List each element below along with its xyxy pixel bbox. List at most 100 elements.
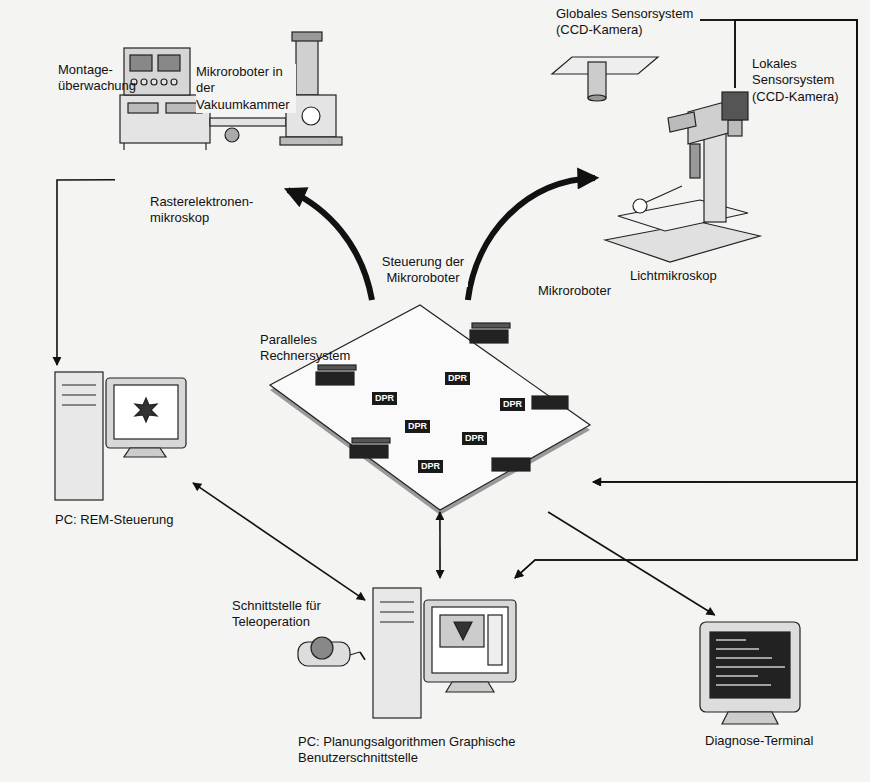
equipment-node: Lokales Sensorsystem (CCD-Kamera)Lichtmi… <box>595 88 850 288</box>
pc-rem-part <box>106 378 186 448</box>
pc-rem-part <box>62 394 96 395</box>
rem-illustration-part <box>130 55 152 71</box>
light-microscope-part <box>728 120 742 136</box>
rem-illustration-part <box>296 40 318 95</box>
computer-board-part <box>492 458 530 471</box>
chip-label: DPR <box>405 420 430 433</box>
rem-illustration-part <box>205 143 206 150</box>
pc-planning-part <box>380 611 414 612</box>
equipment-label: Lichtmikroskop <box>630 268 750 284</box>
trackball <box>298 637 360 666</box>
computer-board-part <box>472 323 510 328</box>
pc-planning-part <box>488 615 502 665</box>
rem-illustration-part <box>280 137 342 145</box>
connector-arrow <box>57 180 115 365</box>
pc-rem <box>55 372 186 500</box>
light-microscope-part <box>660 186 682 196</box>
equipment-label: Paralleles Rechnersystem <box>260 332 375 365</box>
connector-arrow <box>360 652 365 660</box>
pc-rem-part <box>135 398 157 422</box>
connector-arrow <box>593 20 857 482</box>
equipment-node: Montage- überwachungMikroroboter in der … <box>115 20 350 190</box>
pc-rem-part <box>62 404 96 405</box>
rem-illustration-part <box>292 32 322 41</box>
equipment-label: Montage- überwachung <box>58 62 142 95</box>
equipment-node: Globales Sensorsystem (CCD-Kamera) <box>550 5 700 115</box>
rem-illustration <box>120 32 342 150</box>
pc-rem-part <box>62 384 96 385</box>
annotation-label: Steuerung der Mikroroboter <box>378 254 468 287</box>
diagnose-terminal-part <box>722 712 778 724</box>
equipment-label: Mikroroboter in der Vakuumkammer <box>196 64 296 113</box>
diagnose-terminal-part <box>716 640 785 685</box>
light-microscope-part <box>618 200 748 231</box>
computer-board-part <box>318 365 356 370</box>
global-camera <box>552 57 658 101</box>
equipment-node: Diagnose-Terminal <box>690 615 820 755</box>
light-microscope-part <box>605 222 760 262</box>
screen-line <box>716 684 771 686</box>
light-microscope-part <box>722 92 748 120</box>
pc-rem-part <box>55 372 103 500</box>
control-arrow <box>288 190 372 300</box>
global-camera-part <box>588 62 606 98</box>
light-microscope-part <box>633 199 647 213</box>
chip-label: DPR <box>372 392 397 405</box>
connector-arrow <box>193 483 365 600</box>
equipment-label: Schnittstelle für Teleoperation <box>232 598 362 631</box>
computer-board-part <box>470 330 508 343</box>
trackball-part <box>311 637 333 659</box>
pc-planning-part <box>440 615 484 647</box>
connector-arrow <box>548 512 715 615</box>
diagnose-terminal-part <box>710 632 790 698</box>
computer-board-part <box>352 438 390 443</box>
screen-line <box>716 675 758 677</box>
screen-line <box>716 657 772 659</box>
screen-line <box>716 648 759 650</box>
rem-illustration-part <box>141 79 147 85</box>
equipment-label: Rasterelektronen- mikroskop <box>150 194 275 227</box>
equipment-node: PC: Planungsalgorithmen Graphische Benut… <box>365 578 525 768</box>
chip-label: DPR <box>500 398 525 411</box>
computer-board-part <box>316 372 354 385</box>
pc-rem-part <box>124 448 166 457</box>
pc-planning-part <box>380 621 414 622</box>
light-microscope-part <box>690 144 700 178</box>
pc-planning-part <box>424 600 516 682</box>
light-microscope-part <box>668 112 696 132</box>
rem-illustration-part <box>161 79 167 85</box>
connector-arrow <box>515 20 857 578</box>
control-arrow <box>468 178 595 300</box>
pc-planning-part <box>380 601 414 602</box>
pc-planning-part <box>373 588 421 718</box>
computer-board <box>270 305 590 515</box>
chip-label: DPR <box>462 432 487 445</box>
chip-label: DPR <box>445 372 470 385</box>
equipment-label: Lokales Sensorsystem (CCD-Kamera) <box>752 56 852 105</box>
pc-planning-part <box>432 607 508 673</box>
screen-line <box>716 639 746 641</box>
equipment-label: Globales Sensorsystem (CCD-Kamera) <box>556 6 698 39</box>
connector-arrow <box>593 20 857 482</box>
rem-illustration-part <box>225 128 239 142</box>
equipment-label: Diagnose-Terminal <box>705 733 830 749</box>
diagnose-terminal <box>700 622 800 724</box>
pc-planning <box>373 588 516 718</box>
global-camera-part <box>588 95 606 101</box>
annotation-label: Mikroroboter <box>538 283 628 299</box>
rem-illustration-part <box>128 103 158 113</box>
equipment-label: PC: REM-Steuerung <box>55 512 195 528</box>
rem-illustration-part <box>171 79 177 85</box>
rem-illustration-part <box>123 143 124 150</box>
screen-line <box>716 666 785 668</box>
pc-planning-part <box>446 682 494 692</box>
rem-illustration-part <box>210 118 286 126</box>
equipment-node: Paralleles Rechnersystem <box>268 300 593 512</box>
computer-board-part <box>532 396 568 409</box>
computer-board-part <box>350 445 388 458</box>
light-microscope <box>605 92 760 262</box>
equipment-label: PC: Planungsalgorithmen Graphische Benut… <box>298 734 530 767</box>
